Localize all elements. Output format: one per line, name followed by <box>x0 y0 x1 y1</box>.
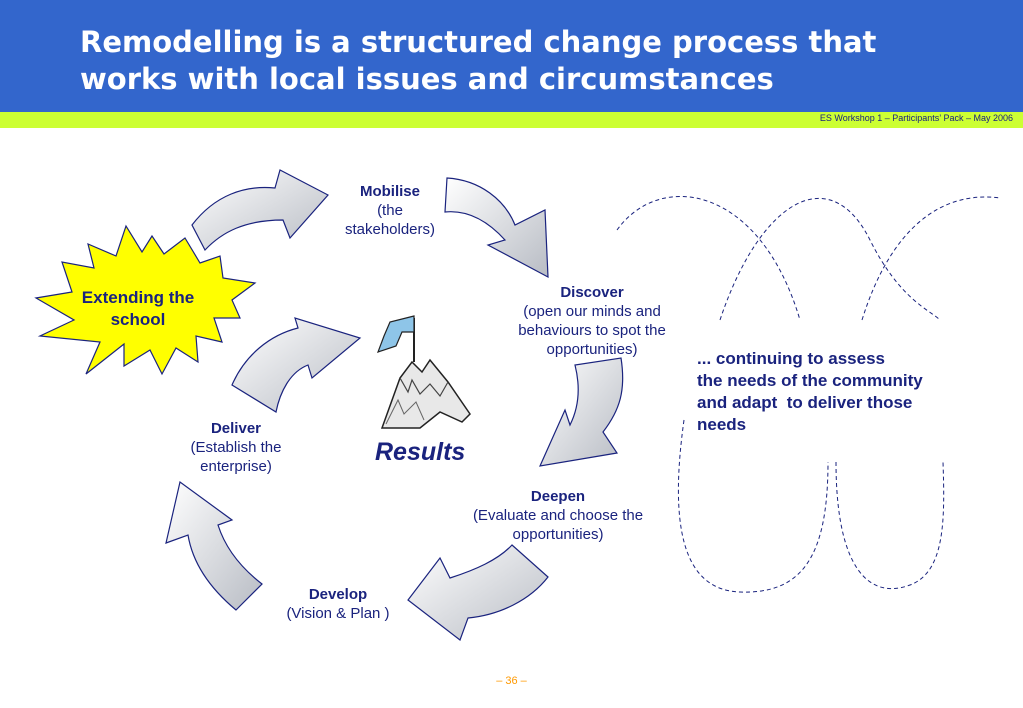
step-discover-desc: (open our minds and behaviours to spot t… <box>518 303 666 358</box>
step-discover: Discover (open our minds and behaviours … <box>497 283 687 359</box>
step-develop: Develop (Vision & Plan ) <box>268 585 408 623</box>
step-deepen: Deepen (Evaluate and choose the opportun… <box>468 487 648 544</box>
dashed-loop-5 <box>835 461 945 590</box>
step-deepen-name: Deepen <box>530 488 586 505</box>
continuing-note: ... continuing to assess the needs of th… <box>697 348 1007 436</box>
step-mobilise-desc: (the stakeholders) <box>344 202 436 238</box>
arrow-discover <box>444 177 549 279</box>
arrow-develop <box>407 544 549 641</box>
note-line: and adapt to deliver those <box>697 393 913 412</box>
step-mobilise-name: Mobilise <box>359 183 420 200</box>
dashed-loop-4 <box>677 419 829 593</box>
dashed-loop-3 <box>861 196 1001 321</box>
note-line: ... continuing to assess <box>697 349 885 368</box>
header-bar: Remodelling is a structured change proce… <box>0 0 1023 112</box>
starburst-shape <box>34 224 257 376</box>
accent-bar: ES Workshop 1 – Participants’ Pack – May… <box>0 112 1023 128</box>
step-develop-name: Develop <box>308 586 368 603</box>
step-deliver-desc: (Establish the enterprise) <box>190 439 282 475</box>
header-subtitle: ES Workshop 1 – Participants’ Pack – May… <box>819 113 1013 123</box>
step-develop-desc: (Vision & Plan ) <box>286 605 390 622</box>
step-deliver-name: Deliver <box>210 420 262 437</box>
note-line: needs <box>697 415 747 434</box>
step-mobilise: Mobilise (the stakeholders) <box>330 182 450 239</box>
cycle-arrows <box>165 169 624 641</box>
starburst-label: Extending the school <box>81 288 195 329</box>
arrow-deepen <box>538 357 624 467</box>
arrow-results <box>231 317 362 413</box>
note-line: the needs of the community <box>697 371 923 390</box>
mountain-flag-icon <box>376 315 471 429</box>
step-deliver: Deliver (Establish the enterprise) <box>170 419 302 476</box>
step-deepen-desc: (Evaluate and choose the opportunities) <box>472 507 644 543</box>
arrow-deliver <box>165 480 263 611</box>
dashed-loop-2 <box>719 198 941 321</box>
step-discover-name: Discover <box>560 284 624 301</box>
results-label: Results <box>375 438 466 466</box>
arrow-mobilise <box>191 169 329 252</box>
page-number: – 36 – <box>496 675 527 687</box>
dashed-loops <box>616 196 1001 593</box>
page-title: Remodelling is a structured change proce… <box>80 25 877 96</box>
